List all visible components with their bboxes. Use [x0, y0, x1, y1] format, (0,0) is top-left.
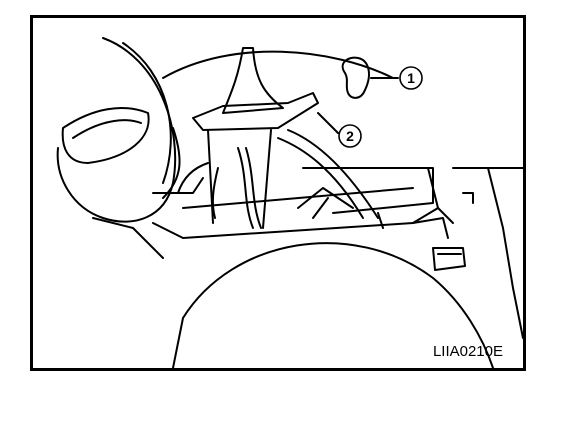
console-illustration: 1 2: [56, 37, 523, 368]
callout-2-label: 2: [346, 128, 354, 144]
callout-1-label: 1: [407, 70, 415, 86]
seat: [172, 242, 494, 368]
figure-frame: 1 2 LIIA0210E: [30, 15, 526, 371]
steering-wheel: [56, 37, 177, 223]
dashboard: [92, 50, 454, 259]
shift-knob: [341, 56, 370, 99]
shift-lever-assembly: [192, 47, 379, 229]
figure-code: LIIA0210E: [432, 343, 503, 360]
callout-2: 2: [338, 124, 362, 148]
callout-1: 1: [399, 66, 423, 90]
center-console: [302, 167, 523, 339]
leader-lines: [317, 77, 399, 134]
